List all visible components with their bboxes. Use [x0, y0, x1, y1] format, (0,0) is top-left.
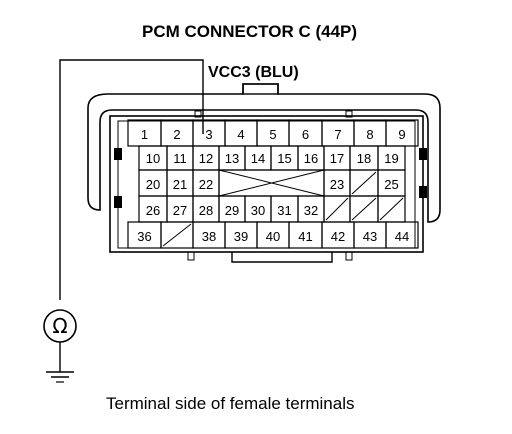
connector-housing — [87, 83, 441, 263]
terminal-number: 21 — [173, 177, 187, 192]
terminal-number: 31 — [277, 203, 291, 218]
terminal-number: 7 — [334, 127, 341, 142]
terminal-number: 10 — [146, 151, 160, 166]
terminal-number: 16 — [304, 151, 318, 166]
terminal-number: 27 — [173, 203, 187, 218]
unused-terminal-mark — [379, 197, 404, 221]
terminal-number: 29 — [225, 203, 239, 218]
terminal-number: 5 — [269, 127, 276, 142]
terminal-number: 25 — [384, 177, 398, 192]
terminal-number: 28 — [199, 203, 213, 218]
terminal-number: 23 — [330, 177, 344, 192]
terminal-number: 36 — [137, 229, 151, 244]
terminal-cell — [385, 221, 419, 249]
terminal-number: 1 — [141, 127, 148, 142]
ground-icon — [46, 371, 74, 383]
terminal-number: 22 — [199, 177, 213, 192]
terminal-number: 9 — [398, 127, 405, 142]
terminal-number: 30 — [251, 203, 265, 218]
terminal-number: 44 — [395, 229, 409, 244]
terminal-number: 4 — [237, 127, 244, 142]
ohmmeter-symbol: Ω — [52, 314, 67, 338]
terminal-number: 26 — [146, 203, 160, 218]
terminal-number: 13 — [225, 151, 239, 166]
unused-terminal-mark — [325, 197, 349, 221]
caption: Terminal side of female terminals — [106, 394, 354, 413]
unused-terminal-mark — [162, 223, 192, 247]
terminal-number: 17 — [330, 151, 344, 166]
ohmmeter-icon: Ω — [43, 309, 77, 343]
terminal-number: 2 — [173, 127, 180, 142]
terminal-number: 43 — [363, 229, 377, 244]
terminal-number: 19 — [384, 151, 398, 166]
unused-terminal-mark — [351, 197, 377, 221]
terminal-number: 12 — [199, 151, 213, 166]
terminal-number: 41 — [298, 229, 312, 244]
terminal-number: 18 — [357, 151, 371, 166]
terminal-number: 11 — [173, 151, 187, 166]
terminal-number: 20 — [146, 177, 160, 192]
terminal-number: 14 — [251, 151, 265, 166]
terminal-number: 15 — [277, 151, 291, 166]
terminal-number: 38 — [202, 229, 216, 244]
terminal-number: 6 — [302, 127, 309, 142]
terminal-number: 32 — [304, 203, 318, 218]
diagram-title: PCM CONNECTOR C (44P) — [142, 22, 357, 41]
terminal-number: 40 — [266, 229, 280, 244]
terminal-number: 3 — [205, 127, 212, 142]
terminal-number: 42 — [331, 229, 345, 244]
probe-wire — [59, 59, 204, 300]
probe-label: VCC3 (BLU) — [208, 64, 299, 81]
unused-terminal-mark — [351, 171, 377, 195]
terminal-number: 39 — [234, 229, 248, 244]
blank-cavity — [218, 169, 325, 197]
blank-cavity-cross — [218, 169, 325, 197]
terminal-number: 8 — [366, 127, 373, 142]
